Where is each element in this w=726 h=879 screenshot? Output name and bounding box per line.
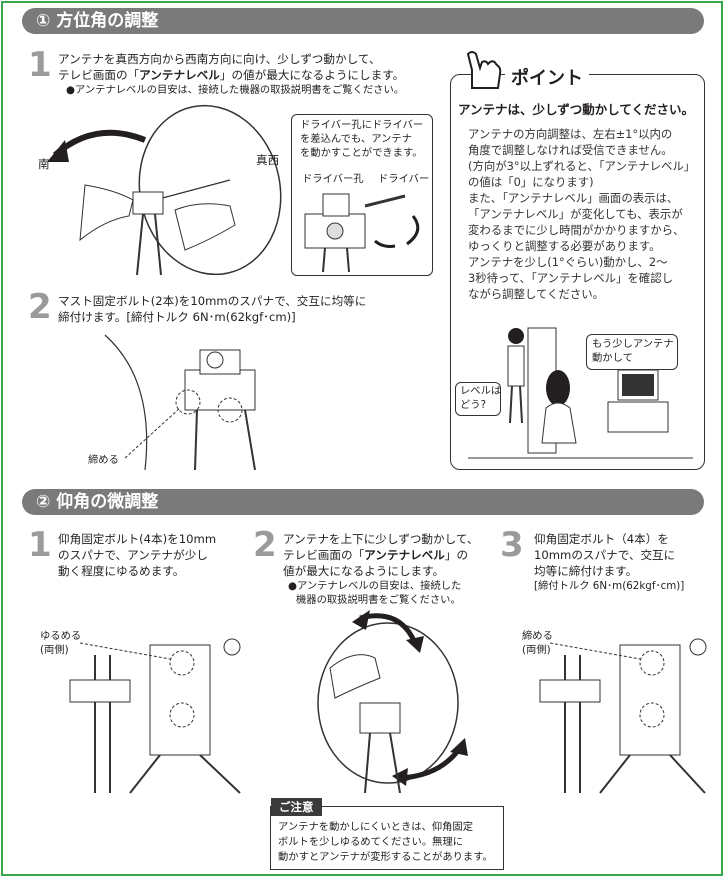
section1-title: ① 方位角の調整	[22, 8, 704, 34]
antenna-azimuth-illustration	[47, 104, 282, 275]
step2-text-line1: マスト固定ボルト(2本)を10mmのスパナで、交互に均等に	[58, 294, 367, 308]
label-tighten-both-sides: (両側)	[522, 644, 551, 656]
s2-step3-line1: 仰角固定ボルト（4本）を	[534, 532, 669, 546]
label-south: 南	[38, 157, 50, 171]
callout-line3: を動かすことができます。	[300, 147, 423, 159]
step1-text-line1: アンテナを真西方向から西南方向に向け、少しずつ動かして、	[58, 52, 381, 66]
label-driver: ドライバー	[378, 173, 430, 185]
driver-callout-box	[291, 114, 433, 276]
point-body: アンテナの方向調整は、左右±1°以内の 角度で調整しなければ受信できません。 (…	[468, 127, 696, 301]
callout-line2: を差込んでも、アンテナ	[300, 133, 413, 145]
label-due-west: 真西	[256, 153, 280, 167]
label-loosen-both-sides: (両側)	[40, 644, 69, 656]
s2-step3-line3: 均等に締付けます。	[534, 564, 638, 578]
people-adjusting-illustration	[468, 327, 693, 459]
s2-step2-note2: 機器の取扱説明書をご覧ください。	[296, 594, 461, 606]
step1-note: ●アンテナレベルの目安は、接続した機器の取扱説明書をご覧ください。	[66, 84, 405, 96]
s2-step3-line4: [締付トルク 6N･m(62kgf･cm)]	[534, 580, 685, 592]
section2-title: ② 仰角の微調整	[22, 489, 704, 515]
s2-step1-line2: のスパナで、アンテナが少し	[58, 548, 208, 562]
s2-step1-line3: 動く程度にゆるめます。	[58, 564, 185, 578]
point-title: ポイント	[505, 64, 589, 90]
driver-detail-illustration	[304, 193, 420, 272]
label-loosen: ゆるめる	[40, 630, 82, 642]
speech-bubble-more	[586, 334, 678, 370]
elevation-adjust-illustration	[317, 610, 468, 793]
label-tighten-elev: 締める	[522, 630, 553, 642]
s2-step3-number: 3	[500, 525, 524, 565]
s2-step2-note1: ●アンテナレベルの目安は、接続した	[288, 580, 462, 592]
point-headline: アンテナは、少しずつ動かしてください。	[458, 102, 695, 117]
pointing-hand-icon	[466, 51, 502, 89]
bubble-level-line1: レベルは	[460, 385, 502, 397]
caution-line1: アンテナを動かしにくいときは、仰角固定	[278, 821, 474, 833]
s2-step3-line2: 10mmのスパナで、交互に	[534, 548, 676, 562]
s2-step1-line1: 仰角固定ボルト(4本)を10mm	[58, 532, 217, 546]
callout-line1: ドライバー孔にドライバー	[300, 119, 424, 131]
step2-text-line2: 締付けます。[締付トルク 6N･m(62kgf･cm)]	[58, 310, 296, 324]
bubble-more-line1: もう少しアンテナ	[592, 338, 674, 350]
step2-number: 2	[28, 287, 52, 327]
elevation-tighten-illustration	[539, 638, 707, 794]
caution-line2: ボルトを少しゆるめてください。無理に	[278, 836, 464, 848]
s2-step2-number: 2	[253, 525, 277, 565]
bubble-level-line2: どう?	[460, 399, 487, 411]
caution-box	[270, 806, 504, 870]
caution-tag: ご注意	[271, 798, 322, 816]
step1-text-line2: テレビ画面の「アンテナレベル」の値が最大になるようにします。	[58, 68, 405, 82]
bubble-more-line2: 動かして	[592, 352, 633, 364]
s2-step1-number: 1	[28, 525, 52, 565]
s2-step2-line3: 値が最大になるようにします。	[283, 564, 445, 578]
label-driver-hole: ドライバー孔	[302, 173, 364, 185]
speech-bubble-level	[455, 382, 501, 416]
step1-number: 1	[28, 45, 52, 85]
mast-bolt-illustration	[104, 334, 256, 470]
s2-step2-line2: テレビ画面の「アンテナレベル」の	[283, 548, 469, 562]
elevation-loosen-illustration	[69, 638, 241, 794]
label-tighten-mast: 締める	[88, 454, 119, 466]
s2-step2-line1: アンテナを上下に少しずつ動かして、	[283, 532, 479, 546]
caution-line3: 動かすとアンテナが変形することがあります。	[278, 851, 493, 863]
